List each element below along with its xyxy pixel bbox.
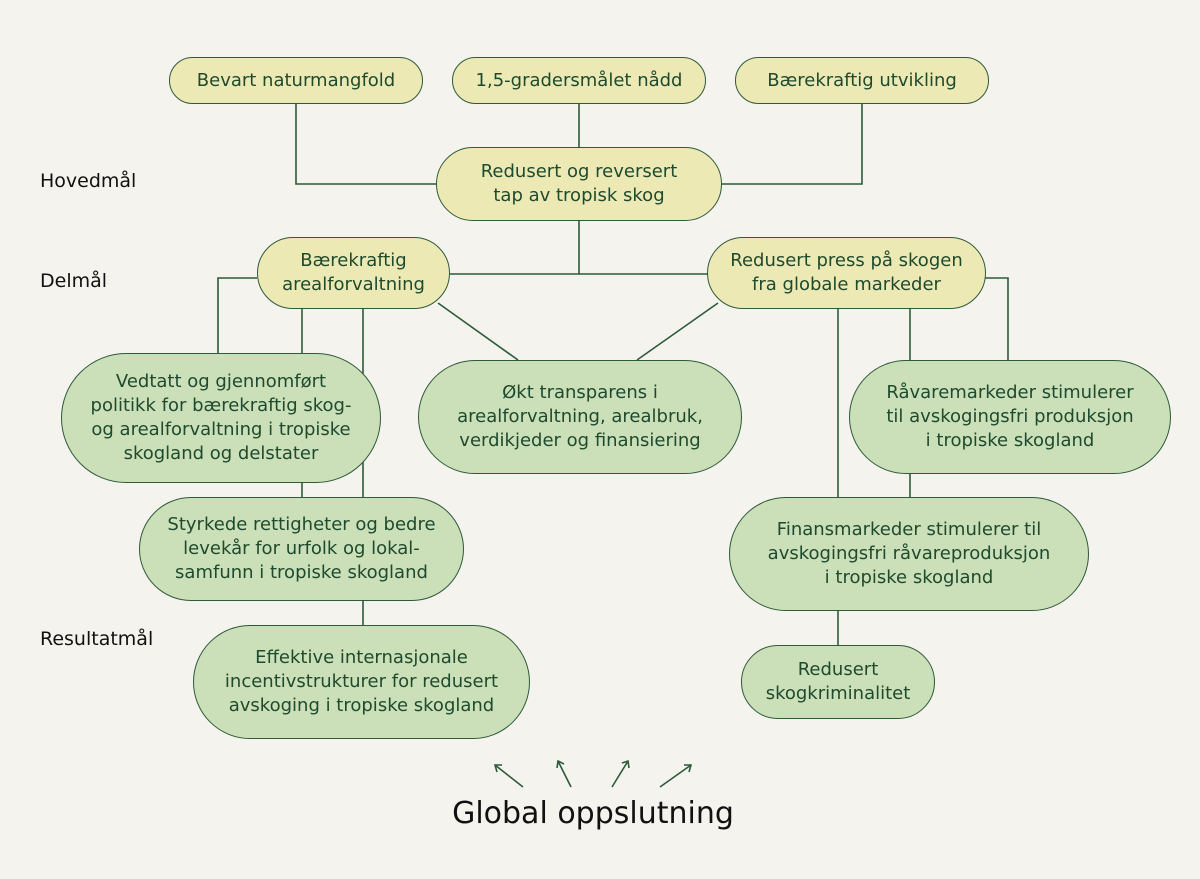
level-label-resultatmal: Resultatmål [40,628,154,650]
result-forest-crime: Redusert skogkriminalitet [741,645,935,719]
level-label-delmal: Delmål [40,270,108,292]
result-incentive-structures: Effektive internasjonale incentivstruktu… [193,625,530,739]
connector [985,277,1009,360]
arrow-head [493,764,502,773]
connector [217,277,257,353]
subgoal-market-pressure: Redusert press på skogen fra globale mar… [707,237,986,309]
arrow-icon [494,764,524,788]
support-arrows [493,759,693,788]
goal-1-5-degrees: 1,5-gradersmålet nådd [452,57,706,104]
connector [437,302,519,361]
level-label-hovedmal: Hovedmål [40,170,137,192]
arrow-icon [557,760,572,788]
subgoal-land-management: Bærekraftig arealforvaltning [257,237,450,309]
arrow-icon [659,764,692,788]
arrow-icon [611,760,629,788]
result-indigenous-rights: Styrkede rettigheter og bedre levekår fo… [139,497,464,601]
arrow-head [684,764,693,773]
goal-biodiversity: Bevart naturmangfold [169,57,423,104]
result-policy: Vedtatt og gjennomført politikk for bære… [61,353,381,483]
connector [636,302,719,361]
result-commodity-markets: Råvaremarkeder stimulerer til avskogings… [849,360,1171,474]
result-financial-markets: Finansmarkeder stimulerer til avskogings… [729,497,1089,611]
connector [722,104,863,185]
arrow-head [621,759,630,769]
arrow-head [556,759,565,769]
main-goal: Redusert og reversert tap av tropisk sko… [436,147,722,221]
global-support-label: Global oppslutning [452,796,734,831]
result-transparency: Økt transparens i arealforvaltning, area… [418,360,742,474]
goal-sustainable-development: Bærekraftig utvikling [735,57,989,104]
connector [295,104,436,185]
